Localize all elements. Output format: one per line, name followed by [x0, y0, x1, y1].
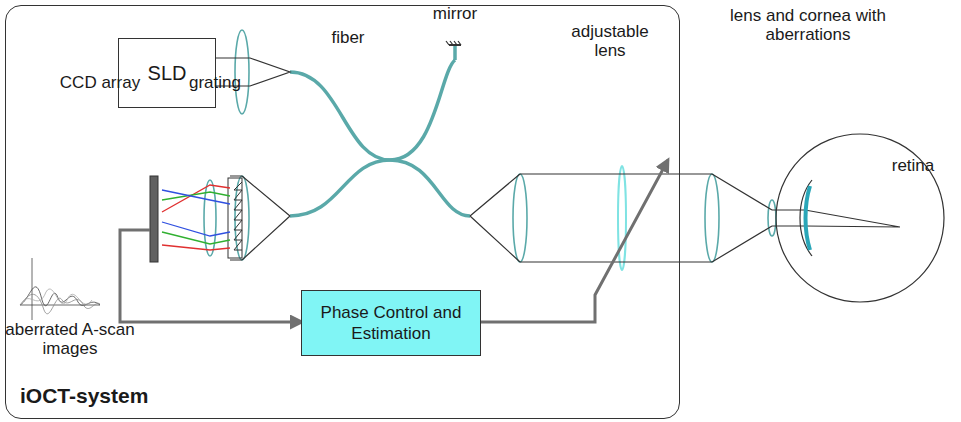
system-title: iOCT-system: [20, 384, 148, 408]
fiber-label: fiber: [318, 28, 378, 47]
mirror-label: mirror: [420, 4, 490, 23]
retina-label: retina: [883, 156, 943, 175]
process-box: Phase Control and Estimation: [301, 290, 481, 356]
box-label: SLD: [148, 61, 187, 86]
signal-label: aberrated A-scan images: [5, 320, 135, 358]
box-label: Phase Control and Estimation: [310, 302, 472, 345]
detector-label: CCD array: [50, 73, 150, 92]
lens-label: adjustable lens: [565, 22, 655, 60]
eye-optics-label: lens and cornea with aberrations: [723, 6, 893, 44]
system-panel: iOCT-system SLD Phase Control and Estimati…: [5, 5, 680, 419]
grating-label: grating: [175, 73, 255, 92]
